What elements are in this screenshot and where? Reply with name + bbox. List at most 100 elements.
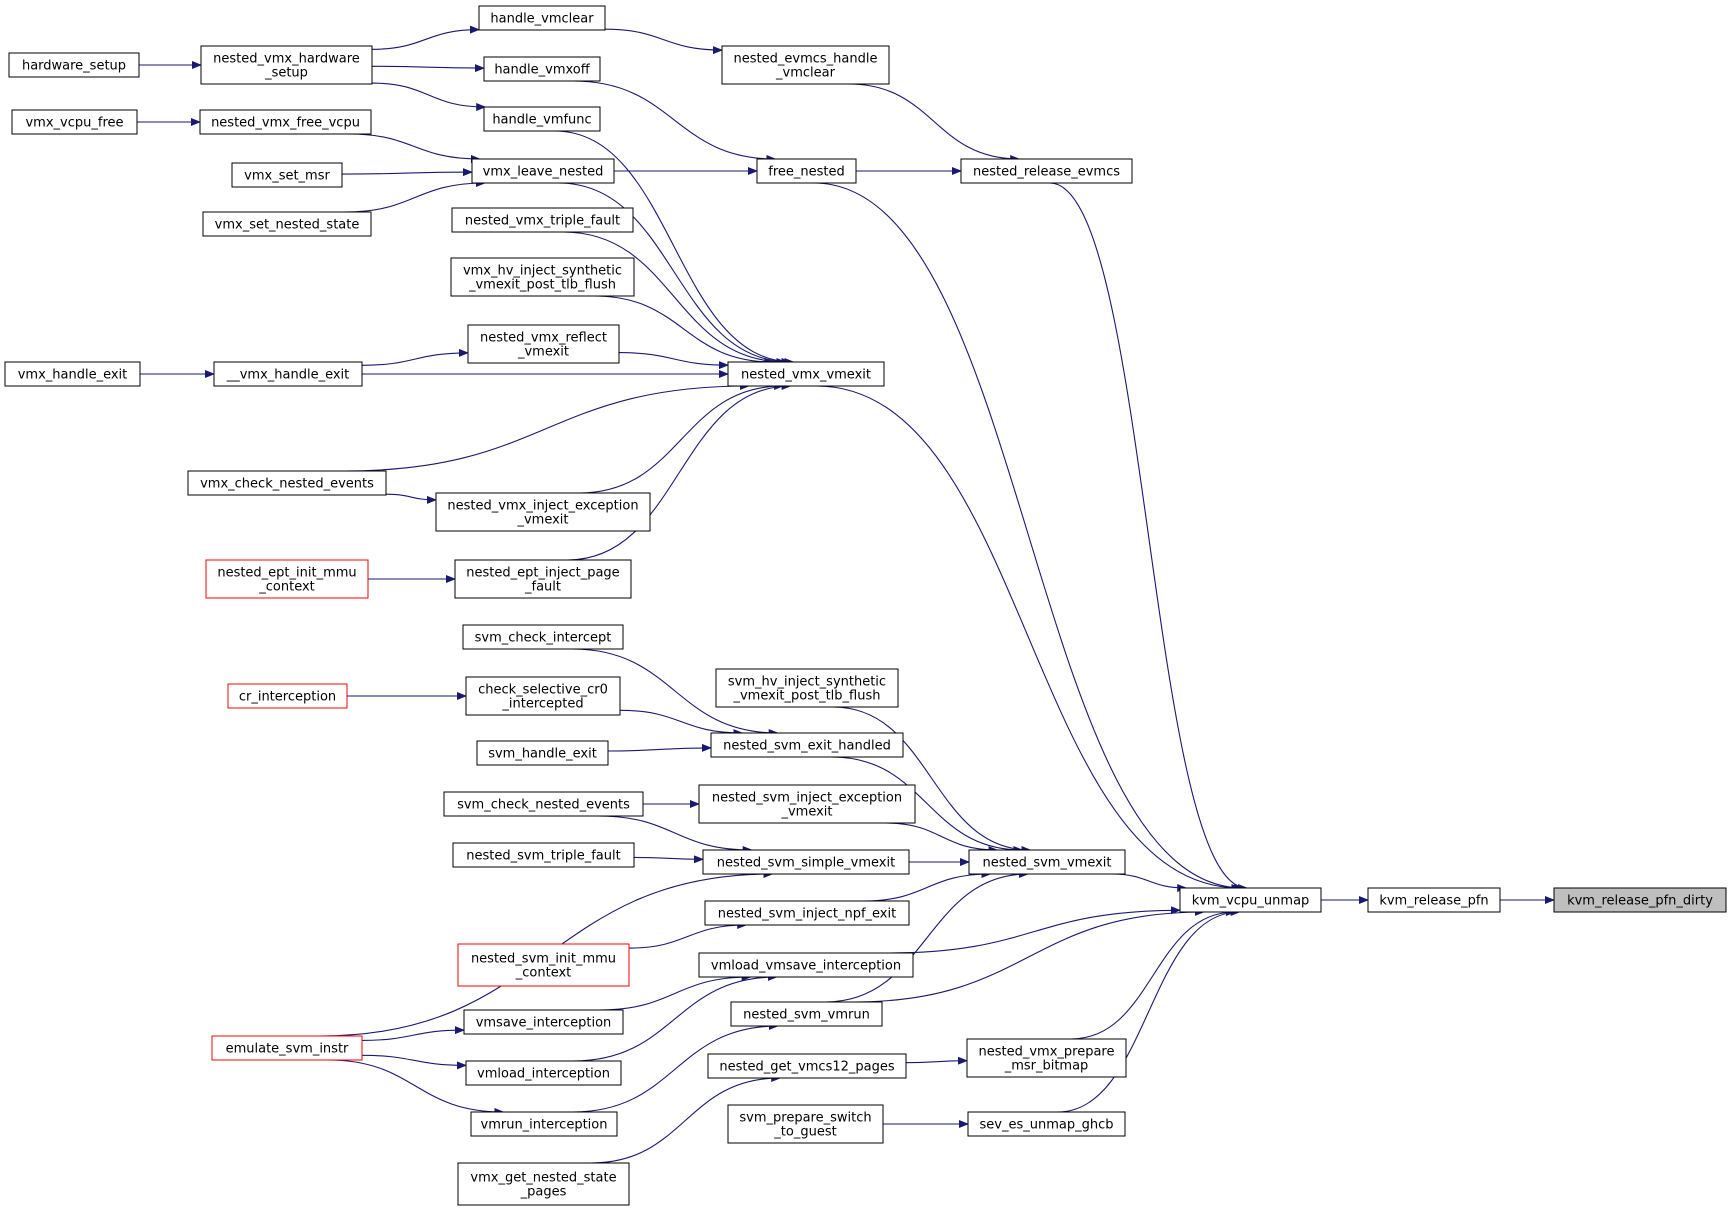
node-nested_evmcs_handle_vmclear[interactable]: nested_evmcs_handle_vmclear xyxy=(721,45,890,85)
node-kvm_vcpu_unmap[interactable]: kvm_vcpu_unmap xyxy=(1179,887,1322,913)
node-nested_vmx_prepare_msr_bitmap[interactable]: nested_vmx_prepare_msr_bitmap xyxy=(966,1038,1127,1078)
node-box xyxy=(698,784,916,824)
node-label: _vmclear xyxy=(775,66,836,81)
edge-handle_vmclear-to-nested_evmcs_handle_vmclear xyxy=(604,28,723,55)
node-vmsave_interception[interactable]: vmsave_interception xyxy=(463,1009,624,1035)
node-box xyxy=(727,1104,884,1144)
node-label: kvm_vcpu_unmap xyxy=(1192,894,1310,909)
node-nested_vmx_hardware_setup[interactable]: nested_vmx_hardware_setup xyxy=(200,45,373,85)
node-label: nested_svm_inject_npf_exit xyxy=(718,907,896,922)
node-box xyxy=(457,943,630,987)
node-cr_interception[interactable]: cr_interception xyxy=(227,683,348,709)
node-label: nested_svm_vmexit xyxy=(982,856,1111,871)
node-svm_prepare_switch_to_guest[interactable]: svm_prepare_switch_to_guest xyxy=(727,1104,884,1144)
node-box xyxy=(451,207,634,233)
node-nested_svm_inject_exception_vmexit[interactable]: nested_svm_inject_exception_vmexit xyxy=(698,784,916,824)
node-vmx_handle_exit[interactable]: vmx_handle_exit xyxy=(4,361,141,387)
node-label: svm_handle_exit xyxy=(488,747,597,762)
node-nested_vmx_free_vcpu[interactable]: nested_vmx_free_vcpu xyxy=(199,109,372,135)
edge-emulate_svm_instr-to-vmrun_interception xyxy=(327,1059,505,1116)
node-label: nested_vmx_prepare xyxy=(979,1045,1115,1060)
node-vmx_hv_inject_synthetic_vmexit_post_tlb_flush[interactable]: vmx_hv_inject_synthetic_vmexit_post_tlb_… xyxy=(450,257,635,297)
node-vmrun_interception[interactable]: vmrun_interception xyxy=(470,1111,618,1137)
edge-svm_check_nested_events-to-nested_svm_simple_vmexit xyxy=(597,815,753,854)
node-label: nested_ept_inject_page xyxy=(466,566,619,581)
node-box xyxy=(200,45,373,85)
node-label: vmload_vmsave_interception xyxy=(711,959,901,974)
edge-vmsave_interception-to-vmload_vmsave_interception xyxy=(598,973,752,1011)
node-nested_svm_exit_handled[interactable]: nested_svm_exit_handled xyxy=(710,732,904,758)
edge-vmx_set_nested_state-to-vmx_leave_nested xyxy=(344,179,486,213)
node-nested_vmx_triple_fault[interactable]: nested_vmx_triple_fault xyxy=(451,207,634,233)
node-vmx_vcpu_free[interactable]: vmx_vcpu_free xyxy=(11,109,138,135)
edge-check_selective_cr0_intercepted-to-nested_svm_exit_handled xyxy=(619,709,744,737)
node-label: _intercepted xyxy=(501,697,583,712)
edge-vmx_check_nested_events-to-nested_vmx_inject_exception_vmexit xyxy=(385,493,437,504)
node-nested_vmx_reflect_vmexit[interactable]: nested_vmx_reflect_vmexit xyxy=(467,324,620,364)
node-box xyxy=(213,361,363,387)
edge-nested_ept_inject_page_fault-to-nested_vmx_vmexit xyxy=(567,382,792,561)
node-svm_check_intercept[interactable]: svm_check_intercept xyxy=(462,624,624,650)
node-box xyxy=(11,109,138,135)
node-label: nested_svm_simple_vmexit xyxy=(717,856,895,871)
node-nested_svm_vmrun[interactable]: nested_svm_vmrun xyxy=(730,1001,883,1027)
node-nested_ept_inject_page_fault[interactable]: nested_ept_inject_page_fault xyxy=(454,559,632,599)
node-label: _pages xyxy=(520,1185,567,1200)
node-box xyxy=(476,740,609,766)
node-nested_get_vmcs12_pages[interactable]: nested_get_vmcs12_pages xyxy=(707,1053,907,1079)
node-label: vmrun_interception xyxy=(481,1118,608,1133)
node-kvm_release_pfn[interactable]: kvm_release_pfn xyxy=(1367,887,1501,913)
node-nested_svm_triple_fault[interactable]: nested_svm_triple_fault xyxy=(452,842,635,868)
node-nested_svm_vmexit[interactable]: nested_svm_vmexit xyxy=(968,849,1126,875)
node-box xyxy=(211,1035,363,1061)
edge-nested_vmx_triple_fault-to-nested_vmx_vmexit xyxy=(562,231,787,366)
node-handle_vmxoff[interactable]: handle_vmxoff xyxy=(483,56,601,82)
node-nested_svm_simple_vmexit[interactable]: nested_svm_simple_vmexit xyxy=(702,849,910,875)
node-box xyxy=(1367,887,1501,913)
node-vmx_set_msr[interactable]: vmx_set_msr xyxy=(231,162,343,188)
node-nested_release_evmcs[interactable]: nested_release_evmcs xyxy=(960,158,1133,184)
node-box xyxy=(465,1060,622,1086)
node-hardware_setup[interactable]: hardware_setup xyxy=(8,52,140,78)
node-box xyxy=(452,842,635,868)
node-vmx_check_nested_events[interactable]: vmx_check_nested_events xyxy=(187,470,387,496)
node-nested_vmx_inject_exception_vmexit[interactable]: nested_vmx_inject_exception_vmexit xyxy=(435,492,651,532)
node-svm_hv_inject_synthetic_vmexit_post_tlb_flush[interactable]: svm_hv_inject_synthetic_vmexit_post_tlb_… xyxy=(715,668,899,708)
edge-nested_svm_exit_handled-to-nested_svm_vmexit xyxy=(831,756,1024,854)
node-box xyxy=(471,158,615,184)
node-svm_handle_exit[interactable]: svm_handle_exit xyxy=(476,740,609,766)
node-vmx_leave_nested[interactable]: vmx_leave_nested xyxy=(471,158,615,184)
node-handle_vmclear[interactable]: handle_vmclear xyxy=(478,5,606,31)
node-free_nested[interactable]: free_nested xyxy=(756,158,857,184)
node-box xyxy=(960,158,1133,184)
node-box xyxy=(730,1001,883,1027)
node-handle_vmfunc[interactable]: handle_vmfunc xyxy=(483,106,601,132)
node-vmx_set_nested_state[interactable]: vmx_set_nested_state xyxy=(202,211,372,237)
node-label: handle_vmfunc xyxy=(492,113,591,128)
node-box xyxy=(467,324,620,364)
node-sev_es_unmap_ghcb[interactable]: sev_es_unmap_ghcb xyxy=(967,1111,1126,1137)
node-svm_check_nested_events[interactable]: svm_check_nested_events xyxy=(443,791,644,817)
node-label: svm_hv_inject_synthetic xyxy=(728,675,886,690)
node-box xyxy=(727,361,885,387)
edge-vmx_check_nested_events-to-nested_vmx_vmexit xyxy=(344,382,750,472)
node-vmx_get_nested_state_pages[interactable]: vmx_get_nested_state_pages xyxy=(457,1162,630,1206)
edge-vmx_hv_inject_synthetic_vmexit_post_tlb_flush-to-nested_vmx_vmexit xyxy=(594,295,775,366)
edge-sev_es_unmap_ghcb-to-kvm_vcpu_unmap xyxy=(1057,908,1241,1113)
node-nested_ept_init_mmu_context[interactable]: nested_ept_init_mmu_context xyxy=(205,559,369,599)
node-__vmx_handle_exit[interactable]: __vmx_handle_exit xyxy=(213,361,363,387)
node-label: free_nested xyxy=(768,165,845,180)
node-box xyxy=(967,1111,1126,1137)
node-vmload_interception[interactable]: vmload_interception xyxy=(465,1060,622,1086)
node-kvm_release_pfn_dirty[interactable]: kvm_release_pfn_dirty xyxy=(1553,887,1727,913)
node-box xyxy=(462,624,624,650)
node-vmload_vmsave_interception[interactable]: vmload_vmsave_interception xyxy=(698,952,914,978)
node-nested_svm_init_mmu_context[interactable]: nested_svm_init_mmu_context xyxy=(457,943,630,987)
node-check_selective_cr0_intercepted[interactable]: check_selective_cr0_intercepted xyxy=(465,676,621,716)
node-nested_svm_inject_npf_exit[interactable]: nested_svm_inject_npf_exit xyxy=(704,900,910,926)
node-emulate_svm_instr[interactable]: emulate_svm_instr xyxy=(211,1035,363,1061)
edge-svm_hv_inject_synthetic_vmexit_post_tlb_flush-to-nested_svm_vmexit xyxy=(833,706,1032,854)
node-nested_vmx_vmexit[interactable]: nested_vmx_vmexit xyxy=(727,361,885,387)
node-box xyxy=(704,900,910,926)
edge-nested_evmcs_handle_vmclear-to-nested_release_evmcs xyxy=(848,83,1021,163)
